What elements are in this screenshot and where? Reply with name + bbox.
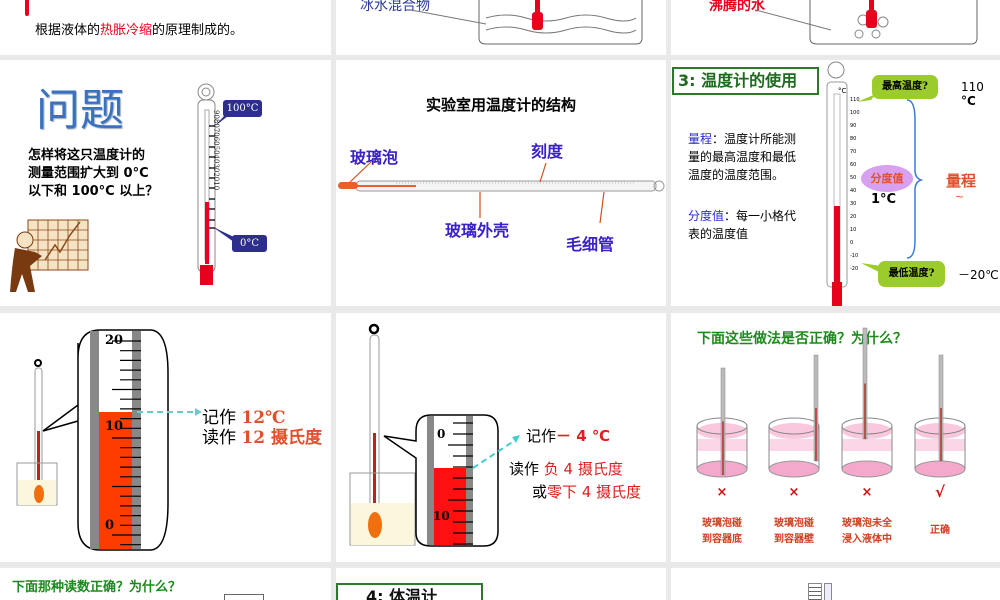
liquid-band: [769, 423, 819, 439]
reading-minus4c-diagram: [349, 323, 520, 547]
beakers-drawing: [696, 327, 966, 478]
ice-water-beaker: [410, 0, 643, 45]
liquid-bottom: [768, 460, 820, 478]
thermometer-bulb-icon: [25, 0, 29, 16]
range-tilde: ~: [955, 190, 965, 203]
min-value: －20℃: [958, 268, 999, 282]
slide-thumbnail-1[interactable]: 根据液体的热胀冷缩的原理制成的。: [0, 0, 331, 55]
beaker-caption: 玻璃泡未全浸入液体中: [842, 518, 892, 545]
scale-label-10: 10: [433, 509, 450, 523]
scale-fragment-tube: [824, 583, 832, 600]
scale-fragment: [224, 594, 264, 600]
max-temp-callout: 最高温度?: [872, 75, 938, 99]
thermometer-liquid: [815, 408, 817, 461]
wrong-mark: ×: [788, 485, 800, 500]
label-capillary: 毛细管: [566, 235, 615, 254]
principle-text: 根据液体的热胀冷缩的原理制成的。: [35, 23, 244, 38]
division-value: 1°C: [871, 192, 897, 207]
beaker-caption: 玻璃泡碰到容器底: [702, 518, 742, 545]
read-text: 读作 负 4 摄氏度: [509, 460, 623, 478]
record-text: 记作 12℃: [202, 408, 286, 428]
slide-title: 下面这些做法是否正确？为什么？: [697, 331, 907, 347]
scale-label-0: 0: [437, 427, 446, 441]
slide-thumbnail-6[interactable]: 3: 温度计的使用 分度值 °C 110 100 90 80 70 60 50 …: [671, 60, 1000, 306]
reading-12c-diagram: [16, 329, 202, 551]
min-temp-callout: 最低温度?: [878, 261, 945, 287]
range-definition: 量程：温度计所能测 量的最高温度和最低 温度的温度范围。: [688, 132, 797, 182]
wrong-mark: ×: [861, 485, 873, 500]
range-label: 量程: [946, 172, 977, 190]
slide-thumbnail-9[interactable]: 下面这些做法是否正确？为什么？ × 玻璃泡碰到容器底 × 玻璃泡碰到容器壁 × 玻璃泡未全…: [671, 313, 1000, 562]
label-scale: 刻度: [531, 142, 564, 161]
question-line-1: 怎样将这只温度计的: [28, 148, 146, 163]
or-text: 或零下 4 摄氏度: [532, 483, 642, 501]
beaker: [768, 354, 820, 478]
division-callout: 分度值: [861, 165, 913, 192]
scale-numbers: 908070605040302010: [212, 110, 220, 191]
thermometer-scale-drawing: [826, 61, 924, 306]
scale-label-10: 10: [105, 419, 124, 434]
slide-thumbnail-12[interactable]: [671, 568, 1000, 600]
slide-title: 问题: [36, 85, 124, 136]
callout-0c: 0°C: [232, 235, 267, 252]
division-definition: 分度值：每一小格代 表的温度值: [688, 209, 797, 241]
record-text: 记作－ 4 ℃: [526, 427, 611, 445]
liquid-band: [842, 439, 892, 451]
thermometer-liquid: [940, 408, 942, 461]
boiling-water-beaker: [755, 0, 978, 45]
liquid-band: [769, 439, 819, 451]
slide-thumbnail-3[interactable]: 沸腾的水: [671, 0, 1000, 55]
slide-thumbnail-11[interactable]: 4: 体温计: [336, 568, 666, 600]
label-glass-shell: 玻璃外壳: [445, 221, 510, 240]
scale-label-20: 20: [105, 333, 124, 348]
label-glass-bulb: 玻璃泡: [350, 148, 399, 167]
thermometer-drawing: [10, 83, 237, 292]
slide-title: 4: 体温计: [336, 583, 483, 600]
max-value: 110°C: [961, 80, 984, 108]
slide-title: 下面那种读数正确？为什么？: [12, 580, 182, 595]
read-text: 读作 12 摄氏度: [202, 428, 322, 448]
slide-thumbnail-8[interactable]: 0 10 记作－ 4 ℃ 读作 负 4 摄氏度 或零下 4 摄氏度: [336, 313, 666, 562]
slide-title: 3: 温度计的使用: [672, 67, 819, 95]
question-line-3: 以下和 100°C 以上？: [28, 184, 159, 199]
slide-thumbnail-5[interactable]: 实验室用温度计的结构 玻璃泡 刻度 玻璃外壳 毛细管: [336, 60, 666, 306]
scale-label-0: 0: [105, 518, 115, 533]
thermometer-liquid: [864, 383, 866, 439]
beaker: [696, 367, 748, 478]
question-line-2: 测量范围扩大到 0°C: [28, 166, 149, 181]
liquid-bottom: [841, 460, 893, 478]
beaker-caption: 正确: [930, 525, 950, 536]
thermometer-liquid: [722, 421, 724, 475]
lab-thermometer-diagram: [338, 161, 665, 224]
wrong-mark: ×: [716, 485, 728, 500]
slide-thumbnail-10[interactable]: 下面那种读数正确？为什么？: [0, 568, 331, 600]
correct-mark: √: [934, 483, 945, 501]
presenter-cartoon-icon: [10, 219, 89, 292]
beaker-caption: 玻璃泡碰到容器壁: [774, 518, 814, 545]
slide-thumbnail-2[interactable]: 冰水混合物: [336, 0, 666, 55]
liquid-bottom: [914, 460, 966, 478]
slide-thumbnail-4[interactable]: 问题 怎样将这只温度计的 测量范围扩大到 0°C 以下和 100°C 以上？ 1…: [0, 60, 331, 306]
slide-thumbnail-7[interactable]: 20 10 0 记作 12℃ 读作 12 摄氏度: [0, 313, 331, 562]
callout-100c: 100°C: [223, 100, 262, 117]
slide-title: 实验室用温度计的结构: [425, 96, 576, 114]
beaker: [841, 327, 893, 478]
beaker: [914, 354, 966, 478]
boiling-water-label: 沸腾的水: [709, 0, 765, 14]
thermometer-scale-fragment: [808, 583, 822, 600]
